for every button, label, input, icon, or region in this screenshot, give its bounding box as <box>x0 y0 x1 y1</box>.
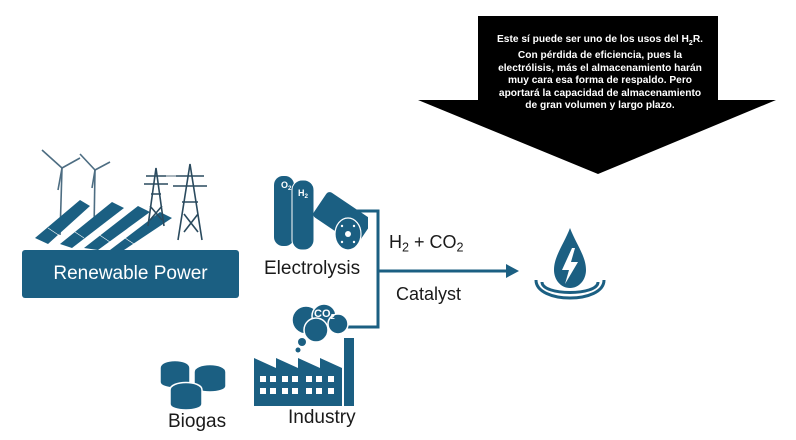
biogas-tank-icon <box>159 359 227 411</box>
power-pylon-icon <box>144 163 207 241</box>
renewable-power-banner: Renewable Power <box>22 250 239 298</box>
bracket-line <box>342 209 380 329</box>
energy-drop-icon <box>534 228 606 300</box>
arrow-head <box>506 264 519 278</box>
reaction-formula: H2 + CO2 <box>389 232 464 255</box>
catalyst-label: Catalyst <box>396 284 462 304</box>
biogas-label: Biogas <box>168 411 227 432</box>
renewable-illustration <box>35 149 207 250</box>
factory-icon <box>254 303 354 406</box>
gas-cylinder-icon <box>274 176 368 251</box>
electrolysis-label: Electrolysis <box>264 258 361 279</box>
co2-cloud-icon <box>291 303 349 343</box>
callout-text: Este sí puede ser uno de los usos del H2… <box>496 34 703 112</box>
industry-label: Industry <box>288 407 356 428</box>
co2-cloud-label: CO2 <box>314 308 335 322</box>
h2-label: H2 <box>298 188 309 200</box>
solar-panel-grid <box>47 227 135 245</box>
o2-label: O2 <box>281 180 292 192</box>
solar-panel-icon <box>35 200 172 250</box>
